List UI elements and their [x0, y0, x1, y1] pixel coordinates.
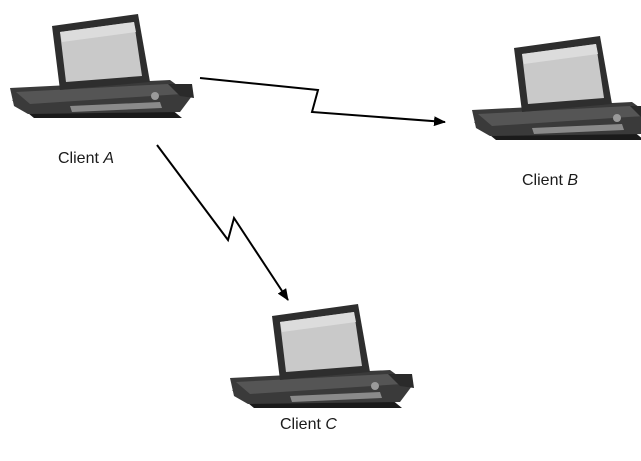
client-c-prefix: Client [280, 416, 321, 433]
client-c-laptop-icon [230, 304, 414, 408]
client-b-laptop-icon [472, 36, 641, 140]
client-b-prefix: Client [522, 172, 563, 189]
client-b-label: Client B [522, 172, 578, 190]
link-a-to-b [199, 77, 446, 127]
link-a-to-c [156, 144, 289, 301]
client-a-prefix: Client [58, 150, 99, 167]
client-c-label: Client C [280, 416, 337, 434]
client-a-label: Client A [58, 150, 114, 168]
client-a-laptop-icon [10, 14, 194, 118]
client-c-letter: C [325, 416, 337, 433]
client-b-letter: B [567, 172, 579, 189]
client-a-letter: A [103, 150, 115, 167]
